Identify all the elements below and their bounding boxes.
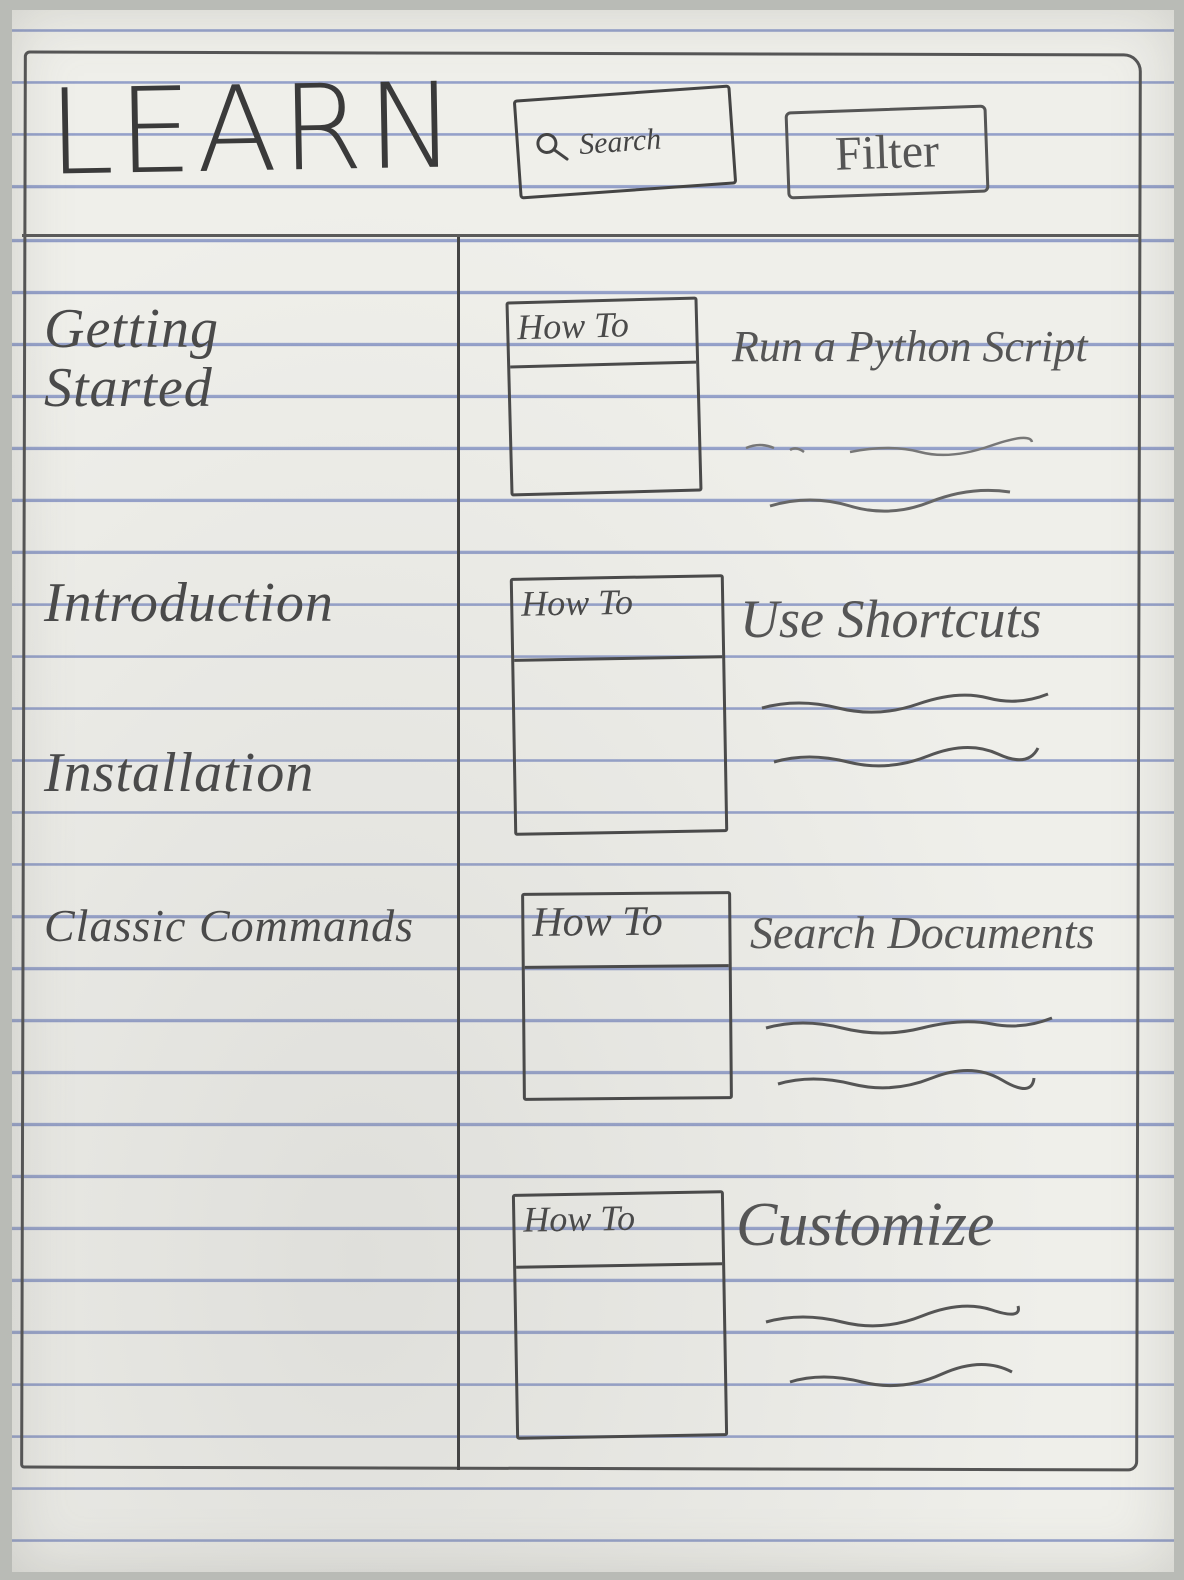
filter-button[interactable]: Filter: [784, 104, 990, 200]
sidebar-item-installation[interactable]: Installation: [44, 744, 314, 803]
card-use-shortcuts[interactable]: How To Use Shortcuts: [500, 570, 1184, 836]
page-title: LEARN: [46, 56, 461, 202]
card-description-placeholder: [761, 692, 1049, 768]
card-thumbnail: How To: [521, 891, 733, 1101]
sidebar-item-label: Introduction: [44, 572, 334, 634]
card-title: Use Shortcuts: [740, 589, 1042, 649]
card-run-python-script[interactable]: How To Run a Python Script: [500, 295, 1184, 535]
card-thumbnail: How To: [505, 296, 703, 497]
card-search-documents[interactable]: How To Search Documents: [500, 888, 1184, 1128]
sidebar-item-classic-commands[interactable]: Classic Commands: [44, 900, 414, 951]
search-icon: [536, 132, 569, 161]
sidebar-item-label: Getting Started: [44, 298, 219, 419]
card-description-placeholder: [745, 436, 1034, 513]
sidebar: [22, 237, 460, 1470]
card-tag: How To: [514, 1193, 723, 1269]
card-title: Customize: [736, 1191, 995, 1259]
search-input[interactable]: Search: [512, 84, 738, 200]
sidebar-item-getting-started[interactable]: Getting Started: [44, 300, 344, 418]
card-tag: How To: [508, 299, 697, 369]
card-thumbnail: How To: [511, 1190, 729, 1440]
sidebar-item-label: Classic Commands: [44, 900, 414, 951]
card-title: Search Documents: [750, 907, 1095, 958]
sidebar-item-introduction[interactable]: Introduction: [44, 574, 334, 633]
card-thumbnail: How To: [509, 574, 729, 836]
search-placeholder: Search: [577, 122, 663, 162]
app-header: [22, 52, 1140, 237]
card-tag: How To: [512, 577, 723, 662]
card-description-placeholder: [765, 1304, 1020, 1388]
card-tag: How To: [524, 894, 729, 969]
sidebar-item-label: Installation: [44, 742, 315, 804]
card-description-placeholder: [765, 1016, 1053, 1090]
card-customize[interactable]: How To Customize: [500, 1186, 1184, 1440]
card-title: Run a Python Script: [732, 322, 1088, 371]
